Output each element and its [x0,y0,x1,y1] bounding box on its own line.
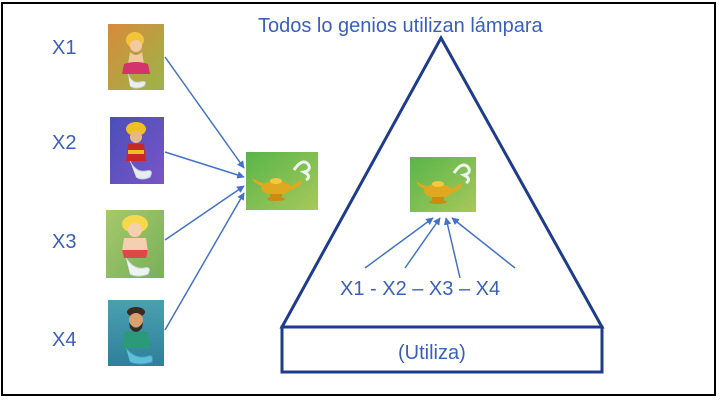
arrow-x1-to-lamp [164,56,245,169]
triangle-lamp-icon [410,157,476,212]
arrow-x3-to-lamp [164,185,245,241]
arrow-x2-to-lamp [164,151,245,179]
diagram-title: Todos lo genios utilizan lámpara [258,15,543,37]
genie-label-x3: X3 [52,231,77,253]
genie-label-x2: X2 [52,132,77,154]
arrow-x4-to-lamp [164,192,245,331]
base-box [280,325,604,374]
genie-label-x1: X1 [52,37,77,59]
magic-lamp-icon [246,152,318,210]
arrow-tri-x2 [404,217,441,269]
arrow-tri-x1 [364,217,434,269]
arrow-tri-x4 [451,217,516,269]
outer-frame [1,2,716,396]
genie-female-icon [108,24,164,90]
triangle-label: X1 - X2 – X3 – X4 [340,278,501,300]
genie-bearded-icon [108,300,164,366]
base-label: (Utiliza) [398,342,466,364]
arrow-tri-x3 [443,217,461,279]
genie-label-x4: X4 [52,329,77,351]
genie-turban-icon [110,117,164,184]
genie-blonde-icon [106,210,164,278]
